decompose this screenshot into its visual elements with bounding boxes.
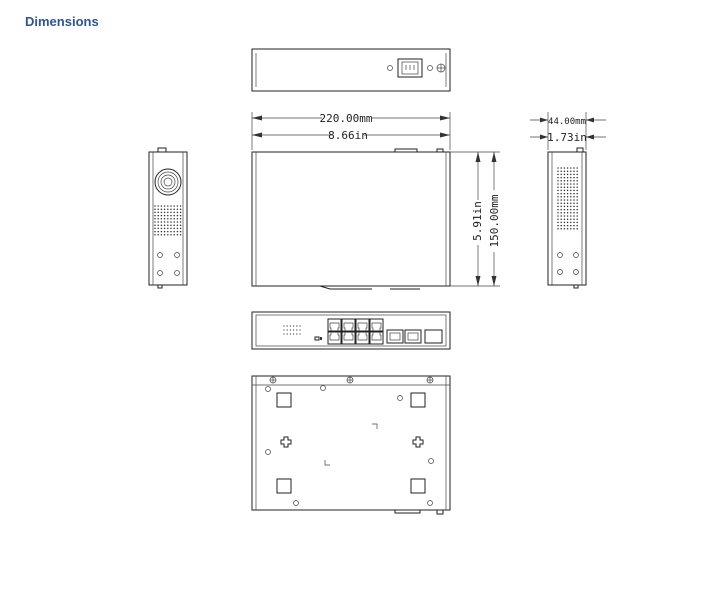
uplink-port-icon	[404, 329, 422, 344]
power-socket-icon	[397, 58, 423, 78]
rj45-port-icon	[327, 331, 342, 345]
rubber-foot-icon	[276, 478, 292, 494]
uplink-port-icon	[386, 329, 404, 344]
led-indicators	[283, 325, 301, 335]
depth-mm-label: 150.00mm	[488, 194, 501, 247]
width-mm-label: 220.00mm	[320, 112, 373, 125]
height-mm-label: 44.00mm	[548, 117, 586, 127]
left-side-view	[148, 147, 188, 289]
fan-icon	[154, 168, 182, 196]
depth-in-label: 5.91in	[471, 201, 484, 241]
sfp-port-icon	[424, 329, 443, 344]
width-in-label: 8.66in	[328, 129, 368, 142]
wall-mount-hole-icon	[412, 436, 424, 448]
section-title: Dimensions	[25, 14, 99, 29]
rubber-foot-icon	[410, 478, 426, 494]
right-side-view: 44.00mm 1.73in	[530, 112, 606, 289]
rubber-foot-icon	[410, 392, 426, 408]
rj45-port-icon	[341, 331, 356, 345]
screw-icon	[387, 65, 393, 71]
vent-holes	[557, 167, 578, 230]
ethernet-ports	[327, 318, 384, 345]
rj45-port-icon	[369, 331, 384, 345]
rj45-port-icon	[369, 318, 384, 332]
reset-button-icon	[314, 336, 320, 341]
vent-holes	[154, 205, 182, 236]
rj45-port-icon	[355, 318, 370, 332]
top-view: 220.00mm 8.66in 5.91in 150.00mm	[251, 112, 501, 290]
height-in-label: 1.73in	[547, 131, 587, 144]
wall-mount-hole-icon	[280, 436, 292, 448]
front-view	[251, 311, 451, 350]
rubber-foot-icon	[276, 392, 292, 408]
rj45-port-icon	[341, 318, 356, 332]
rear-view	[251, 48, 451, 92]
rj45-port-icon	[355, 331, 370, 345]
rj45-port-icon	[327, 318, 342, 332]
bottom-view	[251, 375, 451, 515]
